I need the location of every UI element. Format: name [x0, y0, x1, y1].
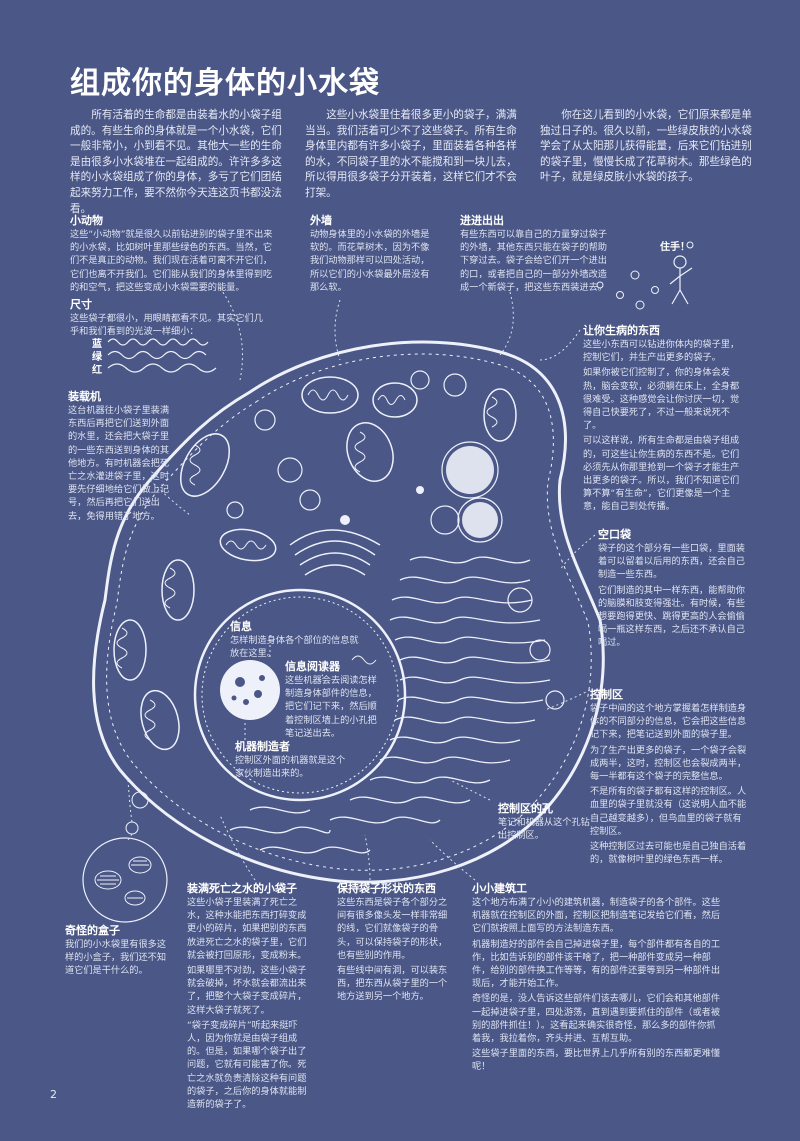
death-water-paragraph: “袋子变成碎片”听起来挺吓人，因为你就是由袋子组成的。但是，如果哪个袋子出了问题…	[187, 1019, 307, 1111]
holes-section: 控制区的孔 笔记和机器从这个孔钻出控制区。	[498, 800, 593, 842]
workers-section: 小小建筑工 这个地方布满了小小的建筑机器，制造袋子的各个部件。这些机器就在控制区…	[472, 880, 724, 1076]
info-section: 信息 怎样制造身体各个部位的信息就放在这里。	[230, 618, 365, 660]
loader-machine-label: 装载机	[68, 390, 101, 403]
sick-things-label: 让你生病的东西	[583, 324, 660, 337]
wave-label-green: 绿	[92, 352, 102, 363]
loader-machine-text: 这台机器往小袋子里装满东西后再把它们送到外面的水里，还会把大袋子里的一些东西送到…	[68, 405, 170, 522]
control-paragraph: 袋子中间的这个地方掌握着怎样制造身体的不同部分的信息，它会把这些信息记下来，把笔…	[590, 703, 747, 741]
empty-bag-paragraph: 它们制造的其中一样东西，能帮助你的脑膜和肢变得强壮。有时候，有些想要跑得更快、跳…	[598, 584, 745, 649]
death-water-label: 装满死亡之水的小袋子	[187, 882, 297, 895]
size-label: 尺寸	[70, 298, 92, 311]
empty-bag-paragraph: 袋子的这个部分有一些口袋，里面装着可以留着以后用的东西，还会自己制造一些东西。	[598, 543, 745, 581]
workers-label: 小小建筑工	[472, 882, 527, 895]
death-water-paragraph: 如果哪里不对劲，这些小袋子就会破掉，坏水就会都流出来了，把整个大袋子变成碎片，这…	[187, 965, 307, 1016]
control-label: 控制区	[590, 688, 623, 701]
golgi	[289, 529, 381, 576]
intro-paragraph-3: 你在这儿看到的小水袋，它们原来都是单独过日子的。很久以前，一些绿皮肤的小水袋学会…	[540, 109, 752, 184]
in-out-section: 进进出出 有些东西可以靠自己的力量穿过袋子的外墙，其他东西只能在袋子的帮助下穿过…	[460, 212, 615, 294]
sick-things-paragraph: 这些小东西可以钻进你体内的袋子里，控制它们，并生产出更多的袋子。	[583, 339, 740, 364]
intro-paragraph-2: 这些小水袋里住着很多更小的袋子，满满当当。我们活着可少不了这些袋子。所有生命身体…	[305, 109, 517, 199]
strange-box-section: 奇怪的盒子 我们的小水袋里有很多这样的小盒子，我们还不知道它们是干什么的。	[65, 922, 175, 978]
outer-wall-text: 动物身体里的小水袋的外墙是软的。而花草树木，因为不像我们动物那样可以四处活动，所…	[310, 229, 430, 293]
size-text: 这些袋子都很小，用眼睛都看不见。其实它们几乎和我们看到的光波一样细小：	[70, 313, 263, 338]
strange-box-label: 奇怪的盒子	[65, 924, 120, 937]
outer-wall-section: 外墙 动物身体里的小水袋的外墙是软的。而花草树木，因为不像我们动物那样可以四处活…	[310, 212, 430, 294]
small-animal-text: 这些“小动物”就是很久以前钻进别的袋子里不出来的小水袋，比如树叶里那些绿色的东西…	[70, 229, 273, 293]
info-label: 信息	[230, 620, 252, 633]
strange-box-inset	[82, 837, 168, 923]
sick-things-paragraph: 可以这样说，所有生命都是由袋子组成的，可这些让你生病的东西不是。它们必须先从你那…	[583, 435, 740, 513]
leader-lines	[127, 287, 596, 881]
dna-strand	[351, 655, 377, 665]
page-title: 组成你的身体的小水袋	[70, 66, 380, 101]
nucleolus	[220, 660, 280, 720]
light-waves	[107, 338, 217, 373]
nucleus-envelope	[193, 588, 407, 802]
sick-things-paragraph: 如果你被它们控制了，你的身体会发热，脑会变软，必须躺在床上，全身都很难受。这种感…	[583, 367, 740, 432]
death-water-paragraph: 这些小袋子里装满了死亡之水，这种水能把东西打碎变成更小的碎片，如果把别的东西放进…	[187, 897, 307, 961]
control-section: 控制区 袋子中间的这个地方掌握着怎样制造身体的不同部分的信息，它会把这些信息记下…	[590, 686, 750, 868]
holes-label: 控制区的孔	[498, 802, 553, 815]
shape-keeper-paragraph: 这些东西是袋子各个部分之间有很多像头发一样非常细的线，它们就像袋子的骨头，可以保…	[337, 897, 448, 961]
workers-paragraph: 这个地方布满了小小的建筑机器，制造袋子的各个部件。这些机器就在控制区的外面，控制…	[472, 897, 721, 935]
builder-section: 机器制造者 控制区外面的机器就是这个家伙制造出来的。	[235, 738, 350, 780]
control-paragraph: 不是所有的袋子都有这样的控制区。人血里的袋子里就没有（这说明人血不能自己越变越多…	[590, 786, 747, 837]
wave-label-red: 红	[92, 365, 102, 376]
shape-keeper-paragraph: 有些线中间有洞，可以装东西，把东西从袋子里的一个地方送到另一个地方。	[337, 965, 448, 1003]
small-animal-section: 小动物 这些“小动物”就是很久以前钻进别的袋子里不出来的小水袋，比如树叶里那些绿…	[70, 212, 275, 294]
cell-membrane	[92, 340, 605, 884]
nucleus-envelope-inner	[201, 596, 399, 794]
size-section: 尺寸 这些袋子都很小，用眼睛都看不见。其实它们几乎和我们看到的光波一样细小：	[70, 296, 270, 338]
in-out-text: 有些东西可以靠自己的力量穿过袋子的外墙，其他东西只能在袋子的帮助下穿过去。袋子会…	[460, 229, 607, 293]
loader-machine-section: 装载机 这台机器往小袋子里装满东西后再把它们送到外面的水里，还会把大袋子里的一些…	[68, 388, 176, 523]
builder-text: 控制区外面的机器就是这个家伙制造出来的。	[235, 755, 346, 780]
workers-paragraph: 奇怪的是，没人告诉这些部件们该去哪儿，它们会和其他部件一起掉进袋子里，四处游荡，…	[472, 993, 721, 1045]
shape-keeper-label: 保持袋子形状的东西	[337, 882, 436, 895]
reader-text: 这些机器会去阅读怎样制造身体部件的信息，把它们记下来，然后顺着控制区墙上的小孔把…	[285, 675, 377, 739]
virus-particles	[596, 241, 694, 310]
strange-box-shells	[94, 856, 152, 906]
empty-bag-section: 空口袋 袋子的这个部分有一些口袋，里面装着可以留着以后用的东西，还会自己制造一些…	[598, 526, 748, 652]
er-folds	[229, 556, 551, 854]
holes-text: 笔记和机器从这个孔钻出控制区。	[498, 817, 590, 842]
strange-box-text: 我们的小水袋里有很多这样的小盒子，我们还不知道它们是干什么的。	[65, 939, 167, 977]
sick-things-section: 让你生病的东西 这些小东西可以钻进你体内的袋子里，控制它们，并生产出更多的袋子。…	[583, 322, 743, 516]
empty-bag-label: 空口袋	[598, 528, 631, 541]
shape-keeper-section: 保持袋子形状的东西 这些东西是袋子各个部分之间有很多像头发一样非常细的线，它们就…	[337, 880, 455, 1006]
stick-figure	[669, 255, 693, 305]
in-out-label: 进进出出	[460, 214, 504, 227]
intro-paragraph-1: 所有活着的生命都是由装着水的小袋子组成的。有些生命的身体就是一个小水袋，它们一般…	[70, 109, 282, 215]
workers-paragraph: 这些袋子里面的东西，要比世界上几乎所有别的东西都更难懂呢！	[472, 1048, 721, 1073]
reader-label: 信息阅读器	[285, 660, 340, 673]
stop-speech: 住手！	[660, 242, 690, 253]
death-water-section: 装满死亡之水的小袋子 这些小袋子里装满了死亡之水，这种水能把东西打碎变成更小的碎…	[187, 880, 309, 1113]
control-paragraph: 为了生产出更多的袋子，一个袋子会裂成两半，这时，控制区也会裂成两半，每一半都有这…	[590, 744, 747, 783]
nucleolus-spots	[231, 675, 265, 705]
mitochondria	[113, 376, 517, 751]
info-text: 怎样制造身体各个部位的信息就放在这里。	[230, 635, 359, 660]
control-paragraph: 这种控制区过去可能也是自己独自活着的，就像树叶里的绿色东西一样。	[590, 841, 747, 866]
small-animal-label: 小动物	[70, 214, 103, 227]
builder-label: 机器制造者	[235, 740, 290, 753]
outer-wall-label: 外墙	[310, 214, 332, 227]
workers-paragraph: 机器制造好的部件会自己掉进袋子里，每个部件都有各自的工作，比如告诉别的部件该干啥…	[472, 938, 721, 990]
wave-label-blue: 蓝	[92, 339, 102, 350]
filled-vesicles	[340, 446, 498, 538]
vesicles	[131, 370, 565, 809]
reader-section: 信息阅读器 这些机器会去阅读怎样制造身体部件的信息，把它们记下来，然后顺着控制区…	[285, 658, 380, 740]
page-number: 2	[50, 1088, 57, 1101]
